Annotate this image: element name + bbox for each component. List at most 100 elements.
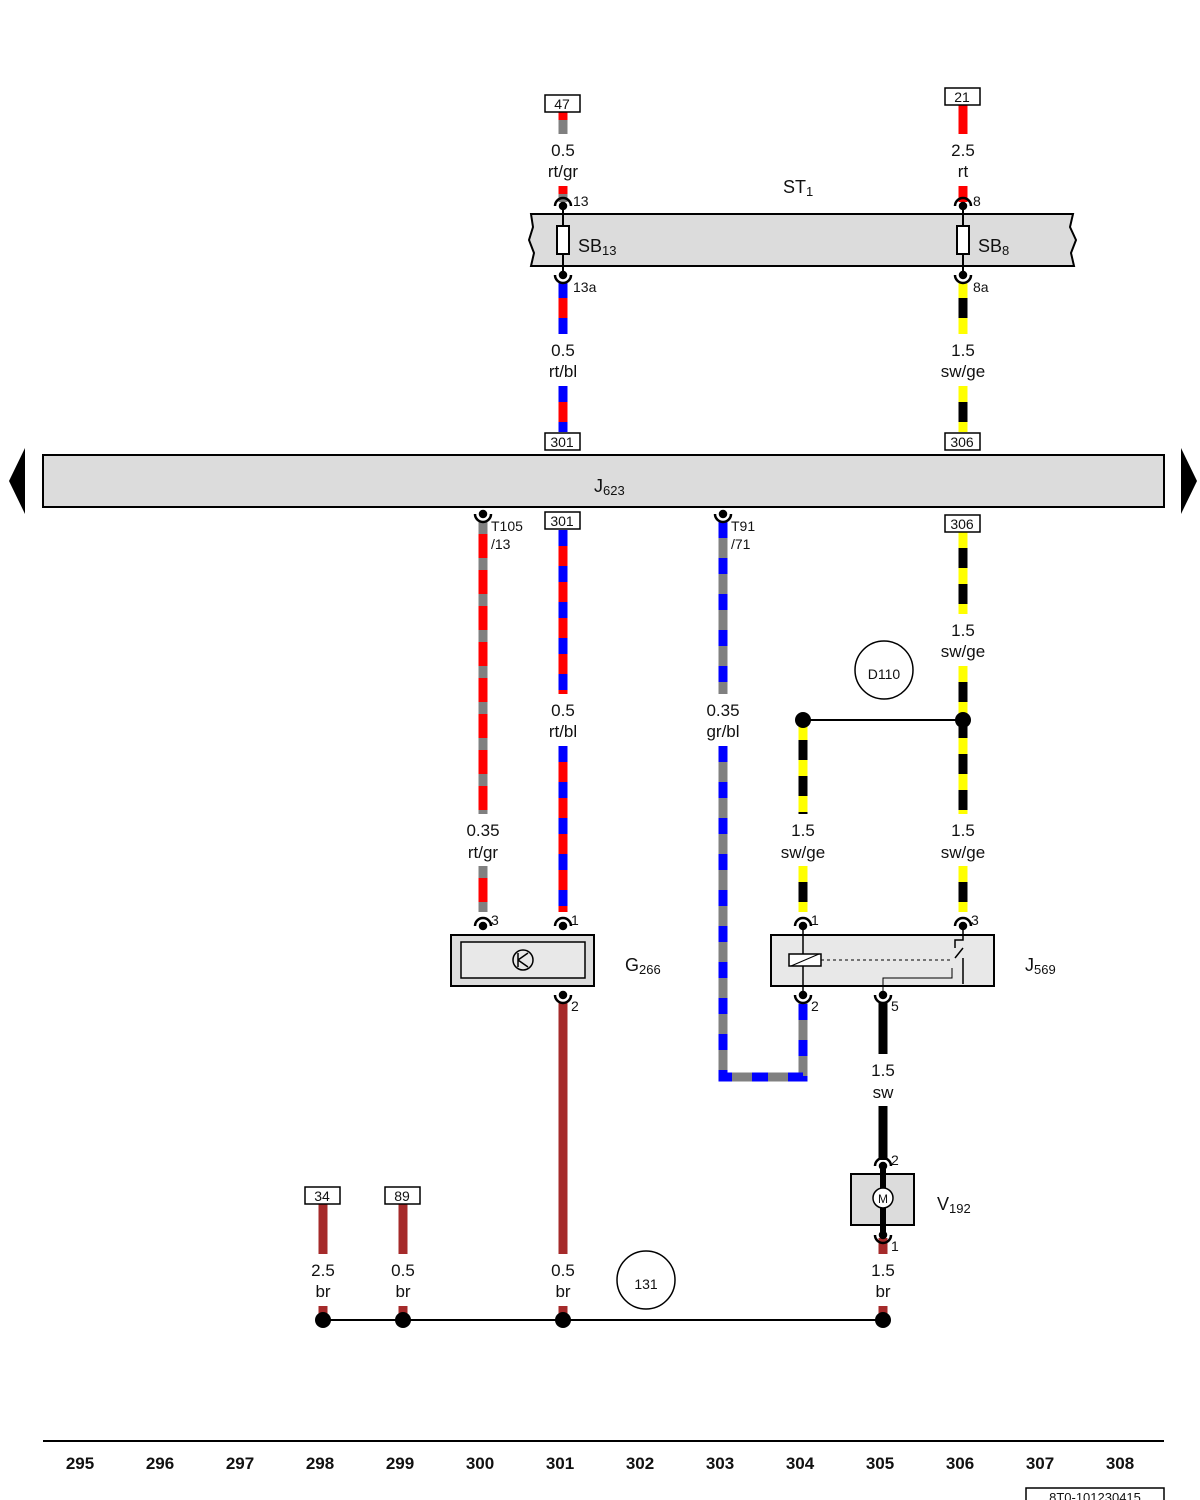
wire-j569-5-color: sw [873,1083,895,1102]
column-296: 296 [146,1454,174,1473]
fuse-carrier-st1 [527,213,1078,267]
pin-8: 8 [973,193,981,209]
continue-right-arrow[interactable] [1181,448,1197,514]
column-303: 303 [706,1454,734,1473]
fuse-sb13[interactable] [556,208,570,276]
wire-8a-size: 1.5 [951,341,975,360]
pin-j569-5: 5 [891,998,899,1014]
g266-label: G266 [625,955,661,977]
transistor-icon [512,949,534,971]
wire-t91-j569-2 [718,522,808,1082]
pin-t105-13: /13 [491,536,511,552]
wire-13a-size: 0.5 [551,341,575,360]
doc-id: 8T0-101230415 [1049,1490,1141,1500]
column-299: 299 [386,1454,414,1473]
ref-box-89[interactable] [384,1186,421,1205]
column-307: 307 [1026,1454,1054,1473]
wire-t91-size: 0.35 [706,701,739,720]
junction-131[interactable]: 131 [616,1250,676,1310]
relay-j569[interactable] [770,928,995,992]
pin-13: 13 [573,193,589,209]
v192-label: V192 [937,1194,971,1216]
pin-j569-3: 3 [971,912,979,928]
column-308: 308 [1106,1454,1134,1473]
column-295: 295 [66,1454,94,1473]
ref-306-bottom: 306 [950,516,974,532]
wire-v192-1-size: 1.5 [871,1261,895,1280]
sb8-label: SB8 [978,236,1009,258]
ref-box-21[interactable] [944,87,981,106]
continue-left-arrow[interactable] [9,448,25,514]
column-302: 302 [626,1454,654,1473]
wire-j569-1-size: 1.5 [791,821,815,840]
ref-box-47[interactable] [544,94,581,113]
column-305: 305 [866,1454,894,1473]
junction-d110[interactable]: D110 [854,640,914,700]
relay-switch-icon [954,928,964,984]
wire-89-color: br [395,1282,410,1301]
ref-box-301-bottom[interactable] [544,511,581,530]
pin-j569-2: 2 [811,998,819,1014]
pin-g266-2: 2 [571,998,579,1014]
wire-j569-3-size: 1.5 [951,821,975,840]
column-306: 306 [946,1454,974,1473]
junction-dots [315,712,971,1328]
wire-g266-2-size: 0.5 [551,1261,575,1280]
wire-306-color: sw/ge [941,642,985,661]
wire-t105-size: 0.35 [466,821,499,840]
ref-box-34[interactable] [304,1186,341,1205]
column-300: 300 [466,1454,494,1473]
doc-id-box [1025,1487,1165,1500]
junction-d110-label: D110 [868,666,901,682]
column-numbers: 295 296 297 298 299 300 301 302 303 304 … [66,1454,1134,1473]
motor-icon [872,1187,894,1209]
wire-47-color: rt/gr [548,162,579,181]
wire-v192-1-color: br [875,1282,890,1301]
wire-34-color: br [315,1282,330,1301]
wire-301-color: rt/bl [549,722,577,741]
wire-g266-2-color: br [555,1282,570,1301]
pin-g266-1: 1 [571,912,579,928]
j569-label: J569 [1025,955,1056,977]
ref-box-306-bottom[interactable] [944,514,981,533]
sb13-label: SB13 [578,236,616,258]
fuse-sb8[interactable] [956,208,970,276]
wire-8a-color: sw/ge [941,362,985,381]
column-301: 301 [546,1454,574,1473]
connector-pins [473,196,973,1245]
junction-131-label: 131 [634,1276,658,1292]
pin-v192-2: 2 [891,1152,899,1168]
wire-13a-color: rt/bl [549,362,577,381]
wire-j569-1-color: sw/ge [781,843,825,862]
wire-47-size: 0.5 [551,141,575,160]
wire-j569-5-size: 1.5 [871,1061,895,1080]
ref-34: 34 [314,1188,330,1204]
motor-v192[interactable]: M [850,1168,915,1232]
ref-21: 21 [954,89,970,105]
pin-t105: T105 [491,518,523,534]
column-298: 298 [306,1454,334,1473]
wire-j569-3-color: sw/ge [941,843,985,862]
pin-j569-1: 1 [811,912,819,928]
st1-label: ST1 [783,177,813,199]
pin-t91-71: /71 [731,536,751,552]
wire-34-size: 2.5 [311,1261,335,1280]
wire-21-size: 2.5 [951,141,975,160]
ref-301-top: 301 [550,434,574,450]
pin-g266-3: 3 [491,912,499,928]
wire-d110-j569-1 [798,719,963,912]
pin-8a: 8a [973,279,989,295]
pin-13a: 13a [573,279,597,295]
wire-301-size: 0.5 [551,701,575,720]
column-304: 304 [786,1454,815,1473]
ref-box-301-top[interactable] [544,432,581,451]
wire-306-size: 1.5 [951,621,975,640]
wire-t105-color: rt/gr [468,843,499,862]
sender-g266[interactable] [450,934,595,987]
column-297: 297 [226,1454,254,1473]
ref-box-306-top[interactable] [944,432,981,451]
ref-47: 47 [554,96,570,112]
wire-21-color: rt [958,162,969,181]
control-unit-j623 [42,454,1165,508]
